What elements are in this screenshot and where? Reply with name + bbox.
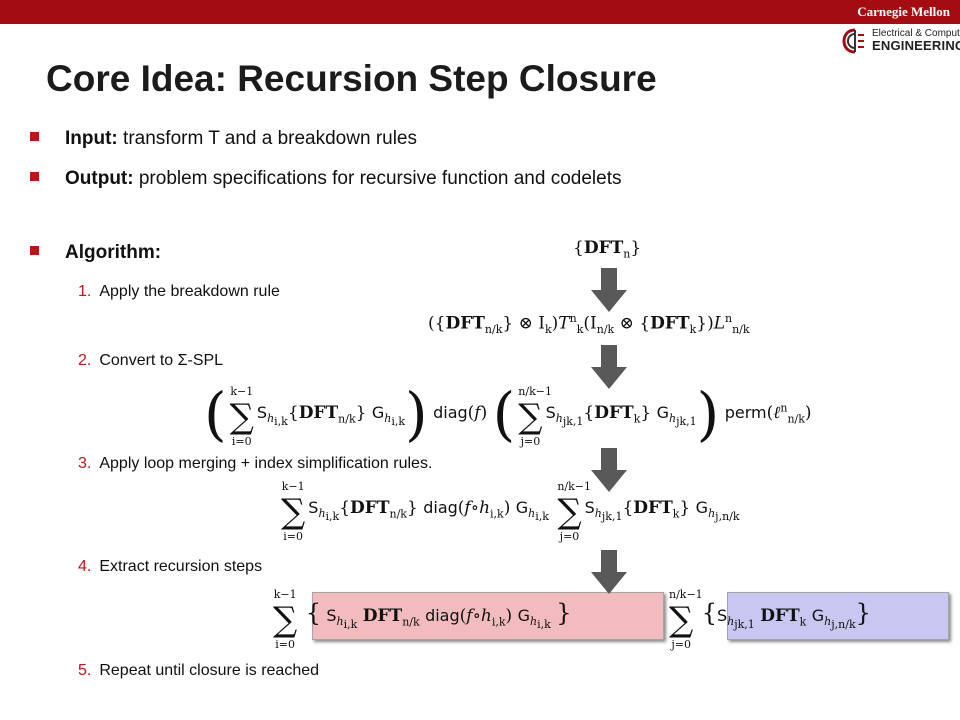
down-arrow-icon (591, 268, 627, 312)
formula-dft-n: {DFTn} (573, 238, 642, 261)
down-arrow-icon (591, 448, 627, 492)
header-bar: Carnegie Mellon (0, 0, 960, 24)
slide-title: Core Idea: Recursion Step Closure (46, 58, 657, 99)
bullet-text: transform T and a breakdown rules (117, 128, 417, 149)
recursion-step-box-1 (312, 592, 664, 640)
bullet-label: Algorithm: (65, 242, 162, 263)
step-2: 2.Convert to Σ-SPL (78, 352, 224, 369)
bullet-output: Output: problem specifications for recur… (30, 168, 622, 190)
logo-line2: ENGINEERING (872, 38, 960, 53)
step-4: 4.Extract recursion steps (78, 558, 263, 575)
bullet-square-icon (30, 172, 39, 181)
formula-breakdown: ({DFTn/k} ⊗ Ik)Tnk(In/k ⊗ {DFTk})Lnn/k (428, 312, 750, 337)
step-1: 1.Apply the breakdown rule (78, 283, 280, 300)
bullet-input: Input: transform T and a breakdown rules (30, 128, 417, 150)
formula-extracted-right: n/k−1∑j=0 {Shjk,1 DFTk Ghj,n/k} (669, 588, 871, 651)
bullet-label: Output: (65, 168, 134, 189)
recursion-step-box-2 (727, 592, 949, 640)
bullet-algorithm: Algorithm: (30, 242, 161, 264)
step-5: 5.Repeat until closure is reached (78, 662, 320, 679)
bullet-text: problem specifications for recursive fun… (133, 168, 622, 189)
formula-extracted-left: k−1∑i=0 { Shi,k DFTn/k diag(f∘hi,k) Ghi,… (273, 588, 572, 651)
logo-line1: Electrical & Computer (872, 28, 960, 39)
bullet-square-icon (30, 132, 39, 141)
down-arrow-icon (591, 345, 627, 389)
university-name: Carnegie Mellon (857, 4, 950, 19)
ece-logo-icon (842, 28, 864, 54)
bullet-label: Input: (65, 128, 118, 149)
down-arrow-icon (591, 550, 627, 594)
step-3: 3.Apply loop merging + index simplificat… (78, 455, 433, 472)
ece-logo: Electrical & Computer ENGINEERING (840, 28, 960, 54)
bullet-square-icon (30, 246, 39, 255)
